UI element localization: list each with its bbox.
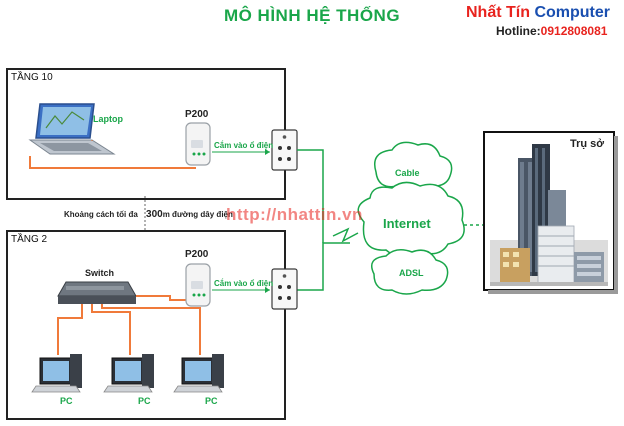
hotline-label: Hotline: <box>496 24 541 38</box>
distance-text-before: Khoảng cách tối đa <box>64 210 138 219</box>
powerline-adapter-icon <box>185 122 211 166</box>
distance-note: Khoảng cách tối đa 300m đường dây điện <box>64 209 233 220</box>
pc-label: PC <box>205 396 218 406</box>
laptop-cable <box>29 156 196 169</box>
brand-name-part2: Computer <box>534 4 611 21</box>
floor-2-label: TẦNG 2 <box>11 234 48 245</box>
powerline-cable-2 <box>297 242 350 291</box>
page-title: MÔ HÌNH HỆ THỐNG <box>223 6 401 25</box>
laptop-label: Laptop <box>93 114 123 124</box>
powerline-adapter-icon <box>185 263 211 307</box>
brand-logo: Nhất Tín Computer <box>466 4 610 22</box>
laptop-icon <box>28 103 116 155</box>
switch-pc-cables <box>57 304 201 355</box>
switch-uplink-cable <box>136 295 196 301</box>
pc-label: PC <box>138 396 151 406</box>
switch-label: Switch <box>85 268 115 278</box>
office-building-icon <box>490 144 608 286</box>
network-switch-icon <box>57 281 137 304</box>
headquarters-label: Trụ sở <box>570 138 605 150</box>
power-outlet-icon <box>271 129 298 171</box>
cable-label: Cable <box>395 168 420 178</box>
adapter-label-2: P200 <box>185 249 209 260</box>
power-outlet-icon <box>271 268 298 310</box>
outlet-label-2: Cắm vào ổ điện <box>214 279 274 288</box>
desktop-pc-icon <box>31 354 82 393</box>
adsl-label: ADSL <box>399 268 424 278</box>
lightning-bolt-icon <box>332 227 359 243</box>
distance-value: 300 <box>146 209 163 220</box>
internet-label: Internet <box>383 216 431 231</box>
distance-text-after: m đường dây điện <box>162 210 233 219</box>
outlet-label-10: Cắm vào ổ điện <box>214 141 274 150</box>
hotline: Hotline:0912808081 <box>496 24 607 38</box>
internet-cloud-icon <box>357 141 465 295</box>
adapter-label-10: P200 <box>185 109 209 120</box>
pc-label: PC <box>60 396 73 406</box>
hotline-number[interactable]: 0912808081 <box>540 24 608 38</box>
desktop-pc-icon <box>103 354 154 393</box>
watermark-url: http://nhattin.vn <box>226 205 363 224</box>
desktop-pc-icon <box>173 354 224 393</box>
brand-name-part1: Nhất Tín <box>466 4 530 21</box>
floor-2-box <box>6 230 286 420</box>
powerline-cable-10 <box>297 149 324 243</box>
floor-10-label: TẦNG 10 <box>11 72 53 83</box>
